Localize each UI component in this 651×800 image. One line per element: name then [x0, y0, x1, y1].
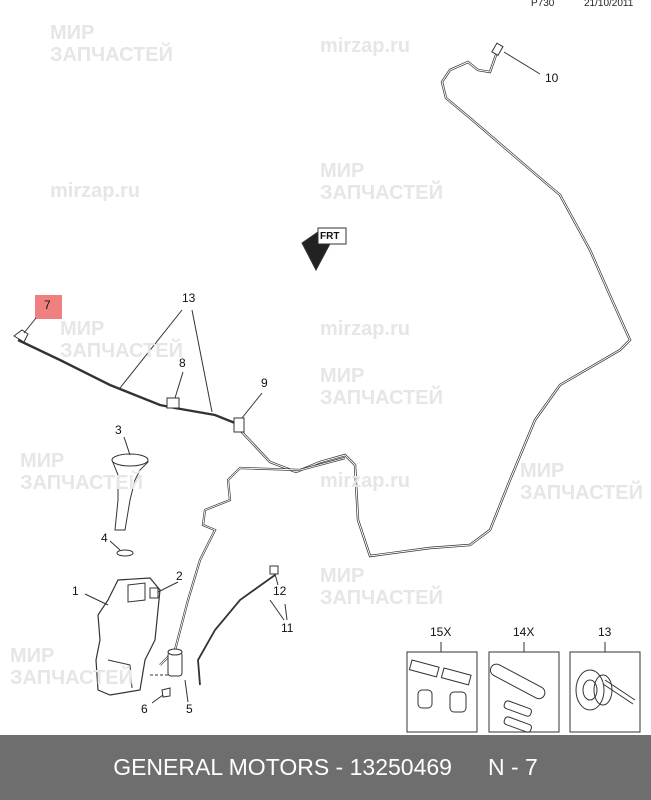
callout-9[interactable]: 9 — [261, 376, 268, 390]
kit-label-14x[interactable]: 14X — [513, 625, 535, 639]
separator: - — [329, 754, 350, 780]
seal-4 — [116, 549, 134, 557]
hose-pump-1 — [159, 456, 346, 666]
clip-12 — [269, 565, 279, 575]
callout-10[interactable]: 10 — [545, 71, 559, 85]
kit-box-13 — [569, 651, 641, 733]
bracket-2 — [149, 587, 159, 599]
page-code: P730 — [531, 0, 555, 9]
callout-13[interactable]: 13 — [182, 291, 196, 305]
callout-11[interactable]: 11 — [281, 621, 294, 635]
callout-7[interactable]: 7 — [44, 298, 51, 312]
hose-front — [17, 338, 241, 427]
part-number: 13250469 — [349, 754, 452, 780]
kit-label-13[interactable]: 13 — [598, 625, 612, 639]
nozzle-10 — [491, 42, 504, 57]
front-direction-marker — [301, 227, 347, 272]
footer-bar: GENERAL MOTORS - 13250469 N - 7 — [0, 735, 651, 800]
clip-8 — [166, 397, 180, 409]
frt-label: FRT — [320, 231, 340, 242]
grommet-6 — [161, 687, 171, 698]
callout-6[interactable]: 6 — [141, 702, 148, 716]
kit-box-15x — [406, 651, 478, 733]
parts-diagram — [13, 42, 641, 733]
hose-rear — [239, 51, 632, 558]
brand: GENERAL MOTORS — [113, 754, 330, 780]
nozzle-7 — [13, 329, 29, 343]
callout-5[interactable]: 5 — [186, 702, 193, 716]
diagram-position: N - 7 — [487, 754, 538, 780]
date: 21/10/2011 — [584, 0, 634, 9]
callout-2[interactable]: 2 — [176, 569, 183, 583]
reservoir-1 — [95, 577, 161, 696]
kit-label-15x[interactable]: 15X — [430, 625, 452, 639]
callout-3[interactable]: 3 — [115, 423, 122, 437]
callout-4[interactable]: 4 — [101, 531, 108, 545]
connector-9 — [233, 417, 245, 433]
pump-5 — [167, 651, 183, 677]
callout-1[interactable]: 1 — [72, 584, 79, 598]
hose-pump-2 — [197, 574, 276, 686]
callout-8[interactable]: 8 — [179, 356, 186, 370]
callout-12[interactable]: 12 — [273, 584, 287, 598]
callout-highlight — [35, 295, 62, 319]
